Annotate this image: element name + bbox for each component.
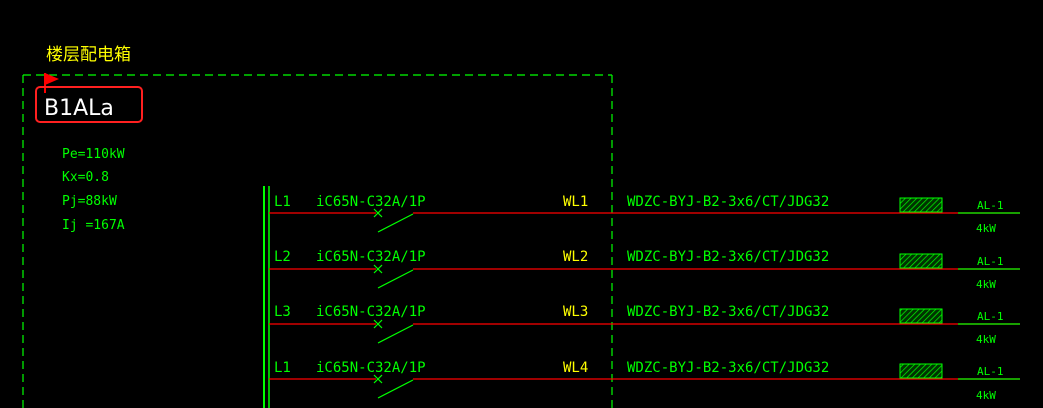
phase-label: L1 bbox=[274, 360, 291, 376]
flag-icon bbox=[44, 73, 59, 93]
panel-id-highlight bbox=[35, 86, 143, 123]
phase-label: L2 bbox=[274, 249, 291, 265]
load-symbol bbox=[899, 197, 943, 213]
param-ij: Ij =167A bbox=[62, 218, 125, 233]
wl-label: WL2 bbox=[563, 249, 588, 265]
cable-spec: WDZC-BYJ-B2-3x6/CT/JDG32 bbox=[627, 249, 829, 265]
breaker-label: iC65N-C32A/1P bbox=[316, 304, 426, 320]
param-pj: Pj=88kW bbox=[62, 194, 117, 209]
breaker-label: iC65N-C32A/1P bbox=[316, 249, 426, 265]
load-name: AL-1 bbox=[977, 365, 1004, 378]
busbar bbox=[263, 186, 270, 408]
breaker-symbol bbox=[373, 374, 414, 399]
load-name: AL-1 bbox=[977, 255, 1004, 268]
load-power: 4kW bbox=[976, 222, 996, 235]
wl-label: WL3 bbox=[563, 304, 588, 320]
load-symbol bbox=[899, 253, 943, 269]
breaker-label: iC65N-C32A/1P bbox=[316, 194, 426, 210]
phase-label: L3 bbox=[274, 304, 291, 320]
wl-label: WL4 bbox=[563, 360, 588, 376]
phase-label: L1 bbox=[274, 194, 291, 210]
circuit-row: L1 iC65N-C32A/1P WL4 WDZC-BYJ-B2-3x6/CT/… bbox=[269, 360, 1020, 402]
load-name: AL-1 bbox=[977, 310, 1004, 323]
cable-spec: WDZC-BYJ-B2-3x6/CT/JDG32 bbox=[627, 360, 829, 376]
load-symbol bbox=[899, 363, 943, 379]
load-power: 4kW bbox=[976, 389, 996, 402]
param-kx: Kx=0.8 bbox=[62, 170, 109, 185]
param-pe: Pe=110kW bbox=[62, 147, 125, 162]
cable-spec: WDZC-BYJ-B2-3x6/CT/JDG32 bbox=[627, 194, 829, 210]
breaker-label: iC65N-C32A/1P bbox=[316, 360, 426, 376]
circuit-row: L3 iC65N-C32A/1P WL3 WDZC-BYJ-B2-3x6/CT/… bbox=[269, 304, 1020, 346]
circuit-row: L1 iC65N-C32A/1P WL1 WDZC-BYJ-B2-3x6/CT/… bbox=[269, 194, 1020, 235]
breaker-symbol bbox=[373, 208, 414, 233]
panel-boundary bbox=[22, 74, 613, 408]
cable-spec: WDZC-BYJ-B2-3x6/CT/JDG32 bbox=[627, 304, 829, 320]
breaker-symbol bbox=[373, 264, 414, 289]
panel-title: 楼层配电箱 bbox=[46, 45, 131, 65]
breaker-symbol bbox=[373, 319, 414, 344]
load-power: 4kW bbox=[976, 333, 996, 346]
panel-params: Pe=110kW Kx=0.8 Pj=88kW Ij =167A bbox=[62, 147, 125, 233]
circuit-row: L2 iC65N-C32A/1P WL2 WDZC-BYJ-B2-3x6/CT/… bbox=[269, 249, 1020, 291]
wl-label: WL1 bbox=[563, 194, 588, 210]
load-name: AL-1 bbox=[977, 199, 1004, 212]
panel-id: B1ALa bbox=[44, 96, 114, 121]
load-symbol bbox=[899, 308, 943, 324]
load-power: 4kW bbox=[976, 278, 996, 291]
